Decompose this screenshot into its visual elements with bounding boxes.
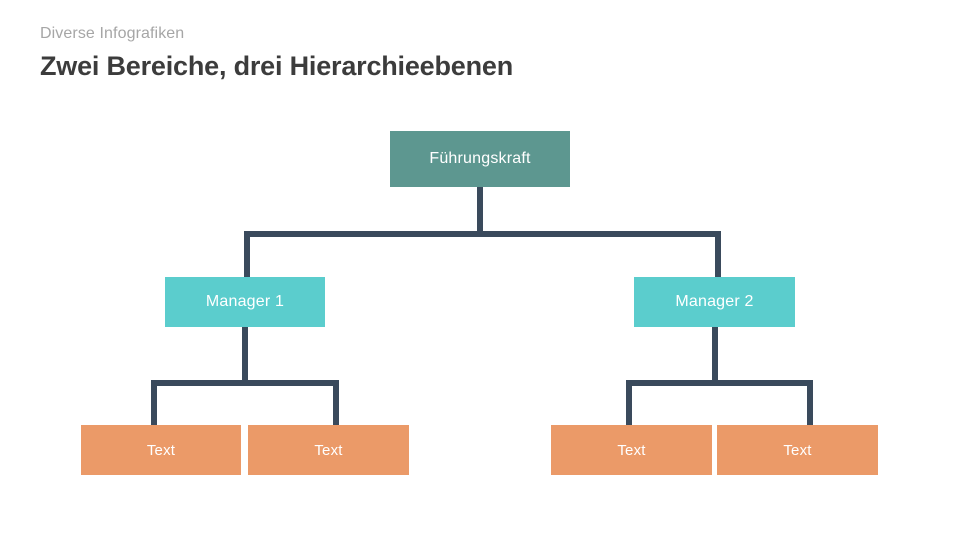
- connector-exec-stem: [477, 187, 483, 235]
- connector-manager-1-bus: [151, 380, 339, 386]
- org-node-manager-1[interactable]: Manager 1: [165, 277, 325, 327]
- org-node-text-4[interactable]: Text: [717, 425, 878, 475]
- slide-eyebrow: Diverse Infografiken: [40, 25, 185, 42]
- connector-exec-bus: [244, 231, 721, 237]
- page-title: Zwei Bereiche, drei Hierarchieebenen: [40, 51, 513, 81]
- connector-exec-to-manager-1: [244, 231, 250, 278]
- org-node-text-2[interactable]: Text: [248, 425, 409, 475]
- connector-manager-2-bus: [626, 380, 813, 386]
- org-node-text-3[interactable]: Text: [551, 425, 712, 475]
- connector-manager-1-stem: [242, 327, 248, 383]
- connector-exec-to-manager-2: [715, 231, 721, 278]
- connector-manager-1-to-text-2: [333, 380, 339, 427]
- slide-header: Diverse Infografiken Zwei Bereiche, drei…: [40, 24, 920, 82]
- connector-manager-2-stem: [712, 327, 718, 383]
- connector-manager-2-to-text-4: [807, 380, 813, 427]
- org-node-manager-2[interactable]: Manager 2: [634, 277, 795, 327]
- connector-manager-2-to-text-3: [626, 380, 632, 427]
- org-node-fuehrungskraft[interactable]: Führungskraft: [390, 131, 570, 187]
- connector-manager-1-to-text-1: [151, 380, 157, 427]
- org-node-text-1[interactable]: Text: [81, 425, 241, 475]
